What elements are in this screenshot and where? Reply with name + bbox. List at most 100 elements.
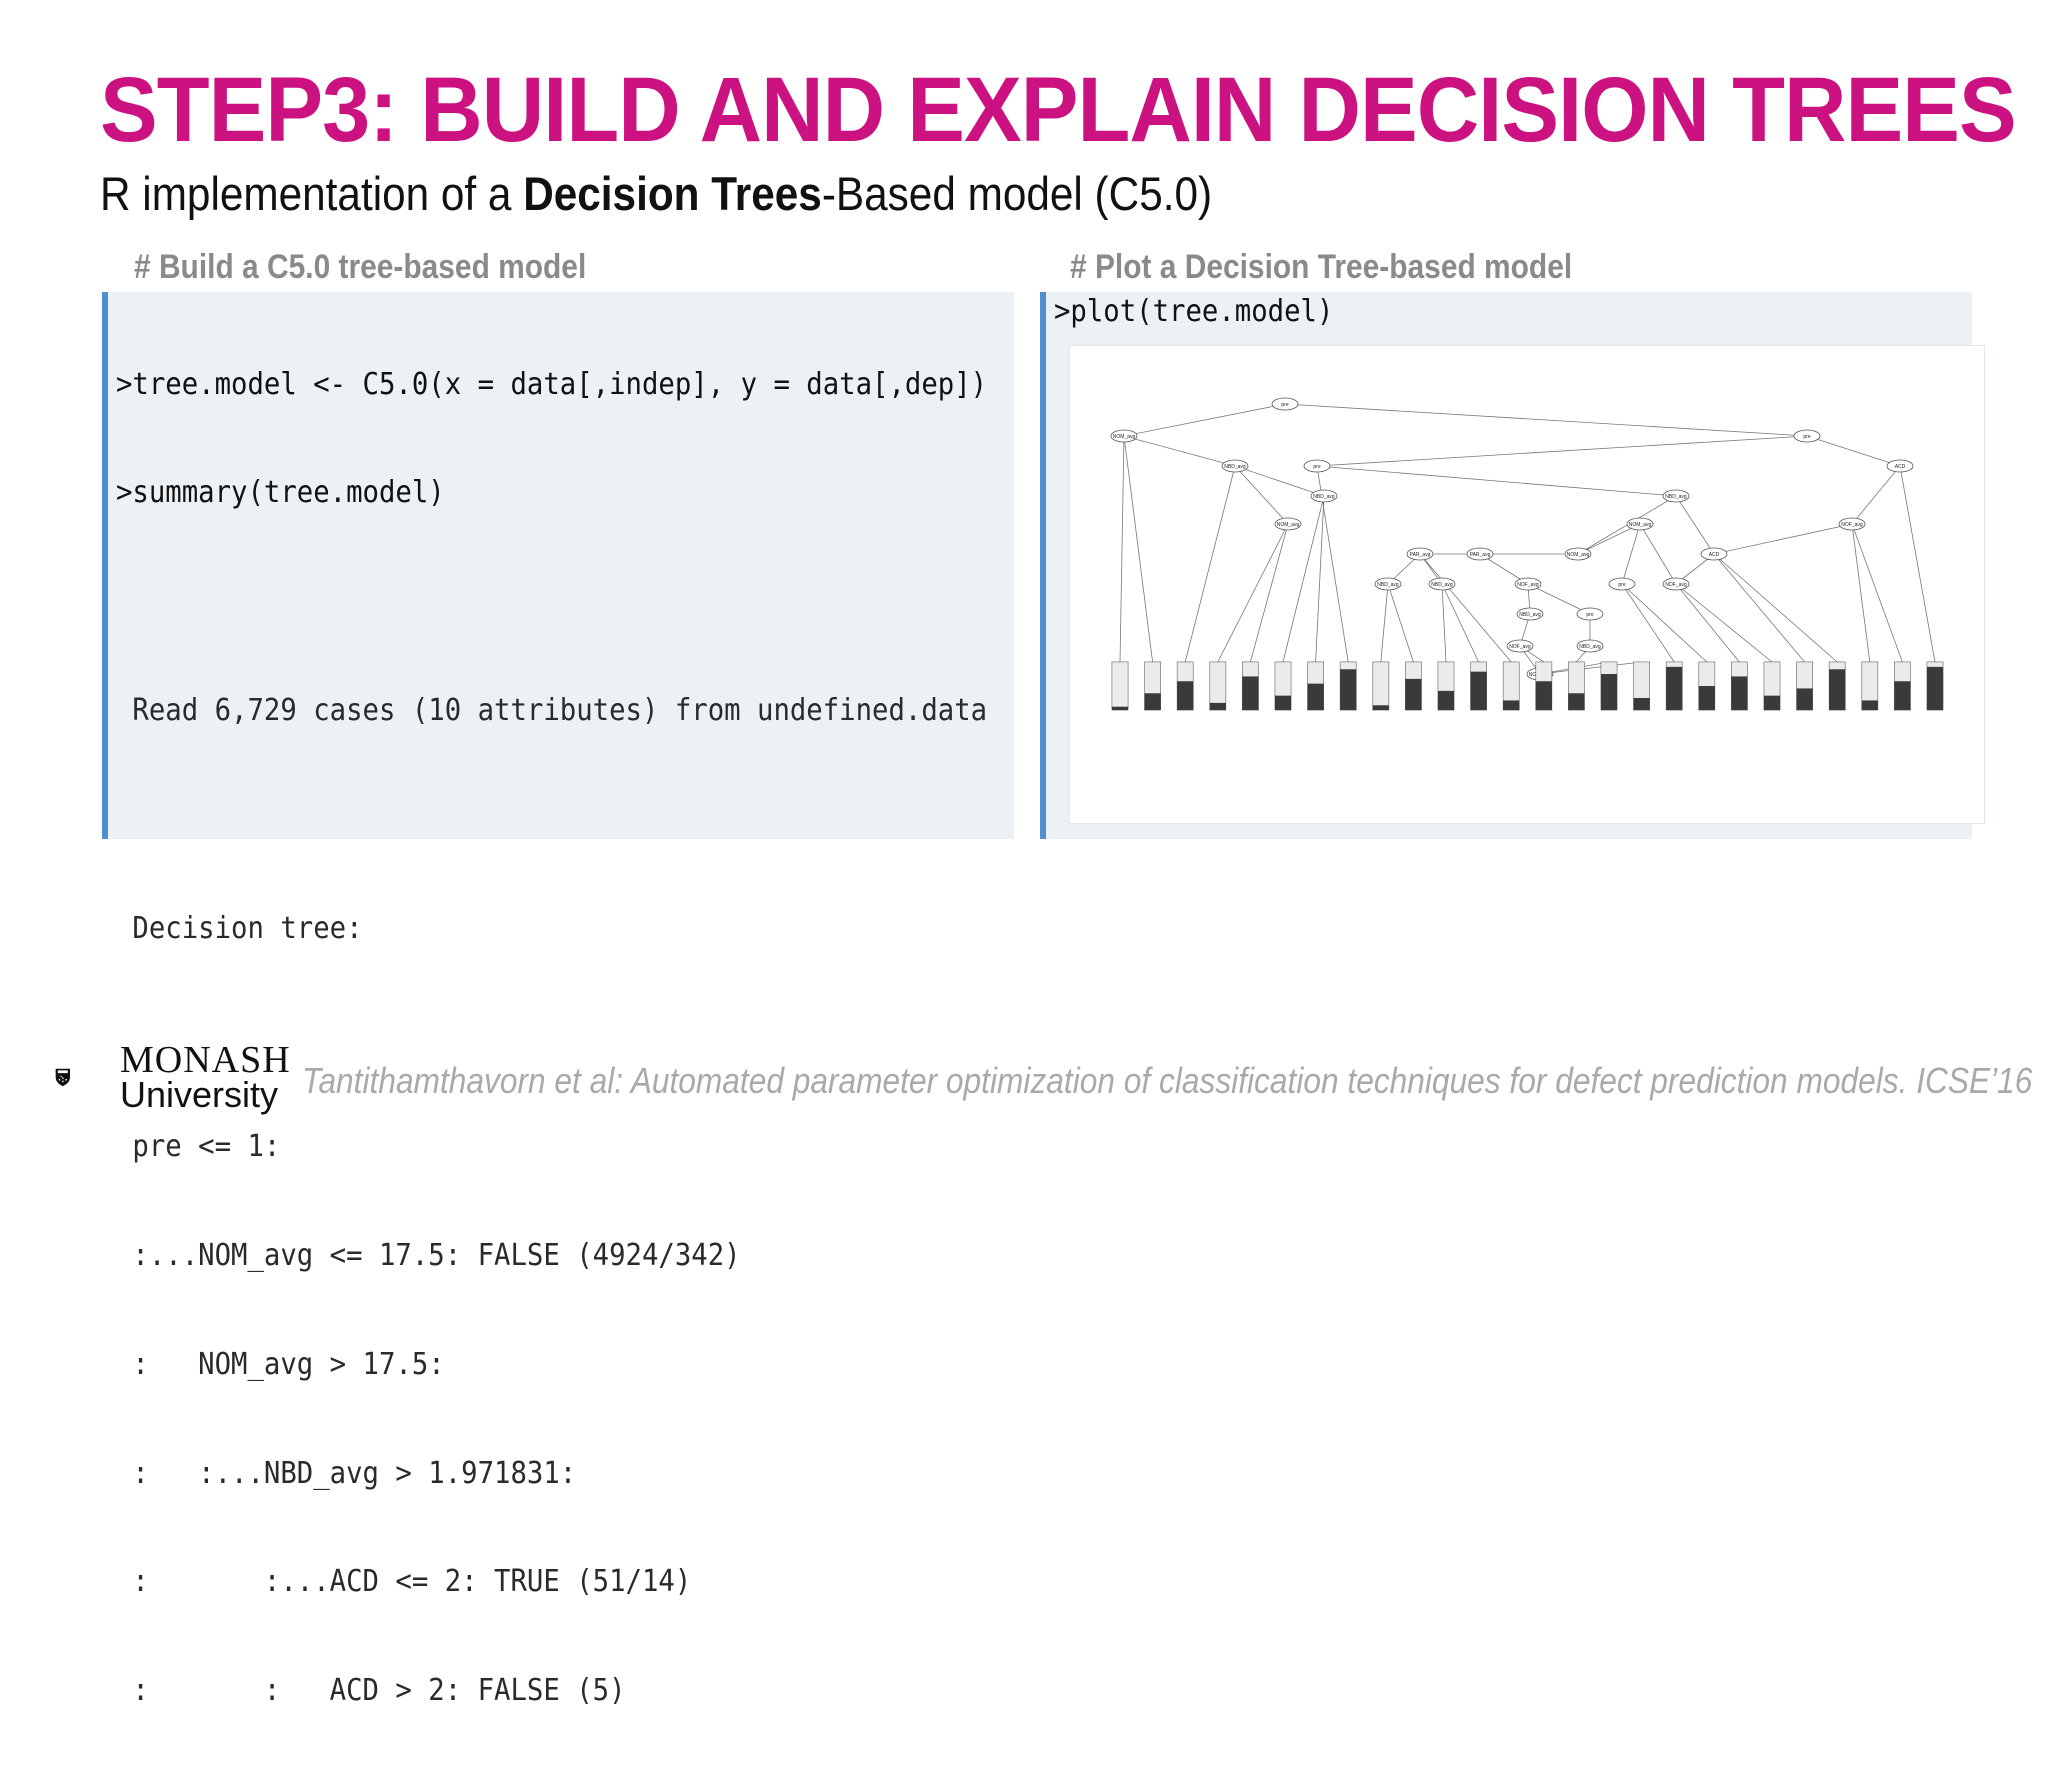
leaf-bar [1177, 681, 1194, 710]
tree-edge [1621, 523, 1641, 585]
tree-node [1271, 397, 1299, 411]
tree-edge [1851, 465, 1901, 525]
citation: Tantithamthavorn et al: Automated parame… [302, 1060, 2033, 1101]
tree-node-label: NOF_avg [1509, 644, 1531, 650]
tree-node [1626, 517, 1654, 531]
tree-node-label: NOM_avg [1567, 552, 1590, 558]
code-line: Read 6,729 cases (10 attributes) from un… [116, 693, 988, 729]
leaf-bar-false [1698, 662, 1715, 686]
tree-node [1466, 547, 1494, 561]
leaf-bar [1275, 695, 1291, 710]
leaf-bar [1112, 706, 1128, 710]
leaf-bar-false [1633, 662, 1650, 698]
tree-node-label: NBD_avg [1224, 464, 1246, 470]
logo-university: University [120, 1074, 279, 1115]
tree-edge [1419, 553, 1512, 663]
monash-crest-icon [55, 1068, 70, 1087]
tree-node [1700, 547, 1728, 561]
leaf-bar-false [1796, 662, 1813, 689]
tree-edge [1119, 435, 1125, 663]
tree-node-label: pre [1313, 464, 1320, 470]
tree-node-label: PAR_avg [1410, 552, 1431, 558]
tree-node [1662, 577, 1690, 591]
code-line: : : ACD > 2: FALSE (5) [116, 1673, 626, 1709]
leaf-bar [1144, 693, 1161, 710]
leaf-bar-false [1535, 662, 1552, 682]
leaf-bar-false [1568, 662, 1585, 694]
tree-edge [1316, 435, 1808, 467]
subtitle-pre: R implementation of a [100, 167, 524, 220]
tree-node [1608, 577, 1636, 591]
code-line: ​ [116, 584, 987, 620]
tree-edge [1851, 523, 1903, 663]
tree-node [1514, 577, 1542, 591]
tree-node-label: NOF_avg [1841, 522, 1863, 528]
leaf-bar [1535, 681, 1552, 710]
tree-node-label: PAR_avg [1470, 552, 1491, 558]
tree-edge [1387, 583, 1414, 663]
tree-edge [1713, 553, 1805, 663]
leaf-bar-false [1894, 662, 1911, 682]
leaf-bar [1405, 678, 1422, 710]
tree-edge [1675, 583, 1773, 663]
tree-node-label: NBD_avg [1431, 582, 1453, 588]
slide-title: STEP3: BUILD AND EXPLAIN DECISION TREES [100, 59, 2017, 161]
plot-command: >plot(tree.model) [1054, 294, 1334, 329]
tree-node-label: NBD_avg [1377, 582, 1399, 588]
leaf-bar [1568, 693, 1585, 710]
leaf-bar-false [1503, 662, 1520, 701]
leaf-bar-false [1112, 662, 1128, 707]
code-line: >tree.model <- C5.0(x = data[,indep], y … [116, 366, 988, 402]
tree-edge [1284, 403, 1808, 437]
tree-node [1406, 547, 1434, 561]
tree-node [1374, 577, 1402, 591]
code-line: >summary(tree.model) [116, 475, 445, 511]
tree-node [1274, 517, 1302, 531]
code-line: : :...ACD <= 2: TRUE (51/14) [116, 1564, 692, 1600]
tree-node-label: NOM_avg [1629, 522, 1652, 528]
tree-edge [1806, 435, 1901, 467]
tree-edge [1441, 583, 1479, 663]
tree-edge [1621, 583, 1675, 663]
tree-edge [1234, 465, 1289, 525]
leaf-bar-false [1666, 662, 1683, 667]
subtitle-bold: Decision Trees [523, 167, 822, 220]
tree-node-label: pre [1803, 434, 1810, 440]
leaf-bar-false [1340, 662, 1357, 670]
tree-node [1221, 459, 1249, 473]
tree-node-label: NBD_avg [1665, 494, 1687, 500]
code-line: pre <= 1: [116, 1128, 281, 1164]
tree-edge [1675, 583, 1740, 663]
r-console-left: >tree.model <- C5.0(x = data[,indep], y … [102, 292, 1014, 1708]
leaf-bar [1927, 666, 1943, 710]
leaf-bar-false [1177, 662, 1194, 682]
tree-edge [1234, 465, 1325, 497]
tree-node-label: NBD_avg [1313, 494, 1335, 500]
leaf-bar-false [1405, 662, 1422, 679]
tree-node-label: pre [1281, 402, 1288, 408]
tree-node-label: pre [1618, 582, 1625, 588]
leaf-bar [1861, 700, 1878, 710]
tree-edge [1123, 435, 1236, 467]
tree-node [1564, 547, 1592, 561]
tree-node-label: NOF_avg [1517, 582, 1539, 588]
tree-node-label: ACD [1709, 552, 1720, 558]
leaf-bar [1829, 669, 1846, 710]
tree-edge [1713, 553, 1838, 663]
leaf-bar [1438, 690, 1454, 710]
leaf-bar-false [1372, 662, 1389, 706]
tree-edge [1639, 523, 1677, 585]
tree-node [1886, 459, 1914, 473]
tree-edge [1527, 583, 1591, 615]
tree-node [1506, 639, 1534, 653]
tree-edge [1250, 523, 1289, 663]
leaf-bar [1633, 698, 1650, 710]
leaf-bar-false [1307, 662, 1324, 684]
tree-node [1516, 607, 1544, 621]
leaf-bar [1242, 676, 1259, 710]
tree-edge [1539, 661, 1642, 675]
tree-node [1576, 607, 1604, 621]
tree-edge [1184, 465, 1236, 663]
tree-node-label: NOM_avg [1113, 434, 1136, 440]
